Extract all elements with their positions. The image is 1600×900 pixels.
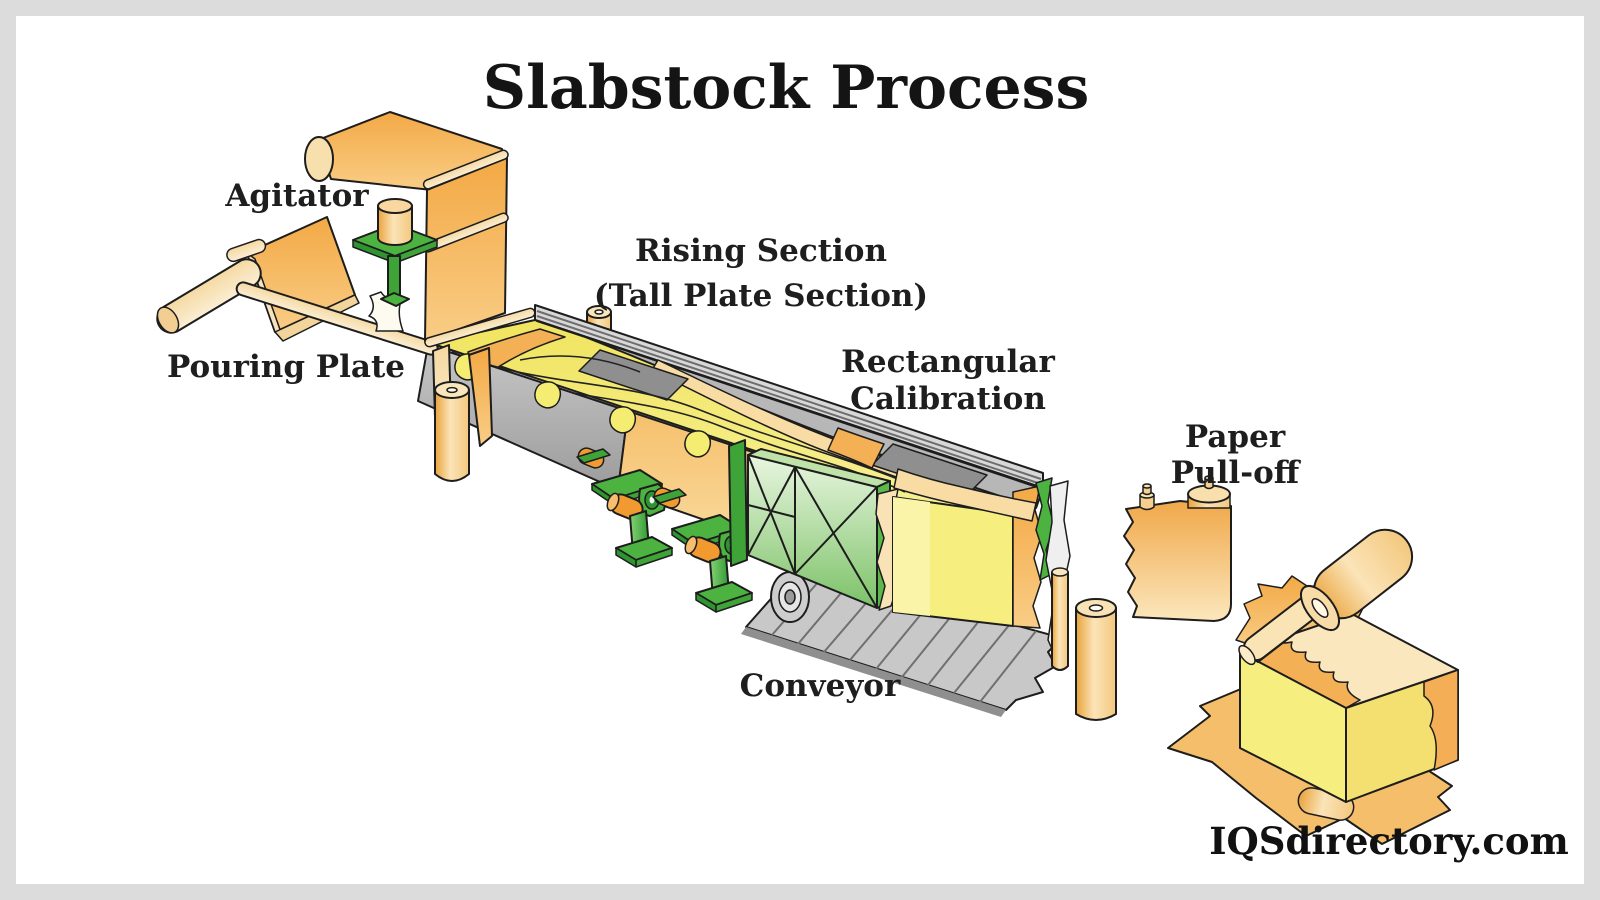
- label-rectangular-calibration-line1: Rectangular: [841, 344, 1055, 380]
- calibration-box-illustration: [728, 439, 891, 609]
- label-agitator: Agitator: [225, 178, 369, 215]
- final-block-illustration: [1167, 528, 1459, 845]
- label-rising-section-line1: Rising Section: [634, 233, 888, 269]
- rising-section-illustration: [417, 304, 1044, 598]
- label-paper-pull-off-line2: Pull-off: [1170, 455, 1300, 491]
- label-rectangular-calibration: Rectangular Calibration: [841, 344, 1055, 418]
- label-conveyor: Conveyor: [739, 668, 901, 705]
- conveyor-illustration: [741, 565, 1063, 717]
- paper-rolls-illustration: [1051, 567, 1117, 721]
- label-pouring-plate: Pouring Plate: [166, 349, 406, 386]
- label-paper-pull-off: Paper Pull-off: [1171, 419, 1299, 491]
- watermark-text: IQSdirectory.com: [1209, 819, 1569, 863]
- label-rising-section-line2: (Tall Plate Section): [593, 278, 929, 314]
- paper-pulloff-station-illustration: [1123, 475, 1232, 622]
- label-rising-section: Rising Section (Tall Plate Section): [594, 229, 928, 319]
- pouring-station-illustration: [156, 111, 536, 482]
- page-title: Slabstock Process: [482, 53, 1090, 123]
- label-rectangular-calibration-line2: Calibration: [850, 381, 1046, 417]
- slabstock-diagram-illustration: [156, 111, 1459, 845]
- agitator-illustration: [352, 198, 438, 307]
- label-paper-pull-off-line1: Paper: [1184, 419, 1286, 455]
- diagram-canvas: Slabstock Process Agitator Pouring Plate…: [16, 16, 1584, 884]
